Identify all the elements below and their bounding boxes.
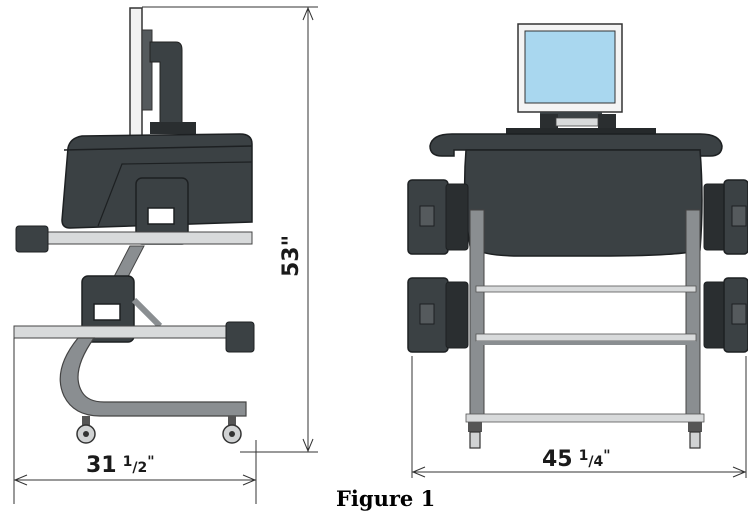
side-lower-bar xyxy=(13,325,237,339)
front-desk-body xyxy=(463,149,703,257)
front-monitor-plate xyxy=(555,117,599,127)
front-desk-top xyxy=(429,133,723,157)
upper-sensor-window xyxy=(147,207,175,225)
side-caster-right xyxy=(222,416,242,444)
front-monitor-screen xyxy=(524,30,616,104)
side-monitor-base xyxy=(150,122,196,134)
front-left-sensor-upper xyxy=(407,179,469,255)
front-left-sensor-lower xyxy=(407,277,469,353)
figure-caption: Figure 1 xyxy=(336,486,436,511)
side-cabinet-front xyxy=(97,161,253,227)
lower-sensor-window xyxy=(93,303,121,321)
side-upper-bar-cap xyxy=(15,225,49,253)
front-pole-left xyxy=(469,209,485,421)
side-monitor-arm xyxy=(149,41,183,129)
front-middle-crossbar xyxy=(475,333,697,342)
front-right-sensor-upper xyxy=(703,179,748,255)
front-right-sensor-lower xyxy=(703,277,748,353)
side-monitor xyxy=(129,7,143,137)
side-cabinet-lid xyxy=(63,145,253,151)
front-monitor-stand xyxy=(540,112,602,122)
front-caster-right xyxy=(688,422,702,449)
side-lower-bar-cap xyxy=(225,321,255,353)
front-stand-left xyxy=(540,114,558,132)
height-dimension xyxy=(142,6,318,453)
depth-dimension xyxy=(13,338,257,504)
side-curved-leg xyxy=(59,337,247,417)
lower-brace xyxy=(131,297,163,329)
side-caster-left xyxy=(76,416,96,444)
front-middle-crossbar-shadow xyxy=(476,341,696,345)
front-bottom-bar xyxy=(465,413,705,423)
height-label: 53" xyxy=(279,235,304,277)
front-keyboard-tray xyxy=(506,128,656,134)
front-upper-crossbar xyxy=(475,285,697,293)
side-upper-bar xyxy=(39,231,253,245)
side-monitor-back xyxy=(141,29,153,111)
front-stand-right xyxy=(598,114,616,132)
front-pole-right xyxy=(685,209,701,421)
front-caster-left xyxy=(468,422,482,449)
width-dimension xyxy=(411,356,747,478)
